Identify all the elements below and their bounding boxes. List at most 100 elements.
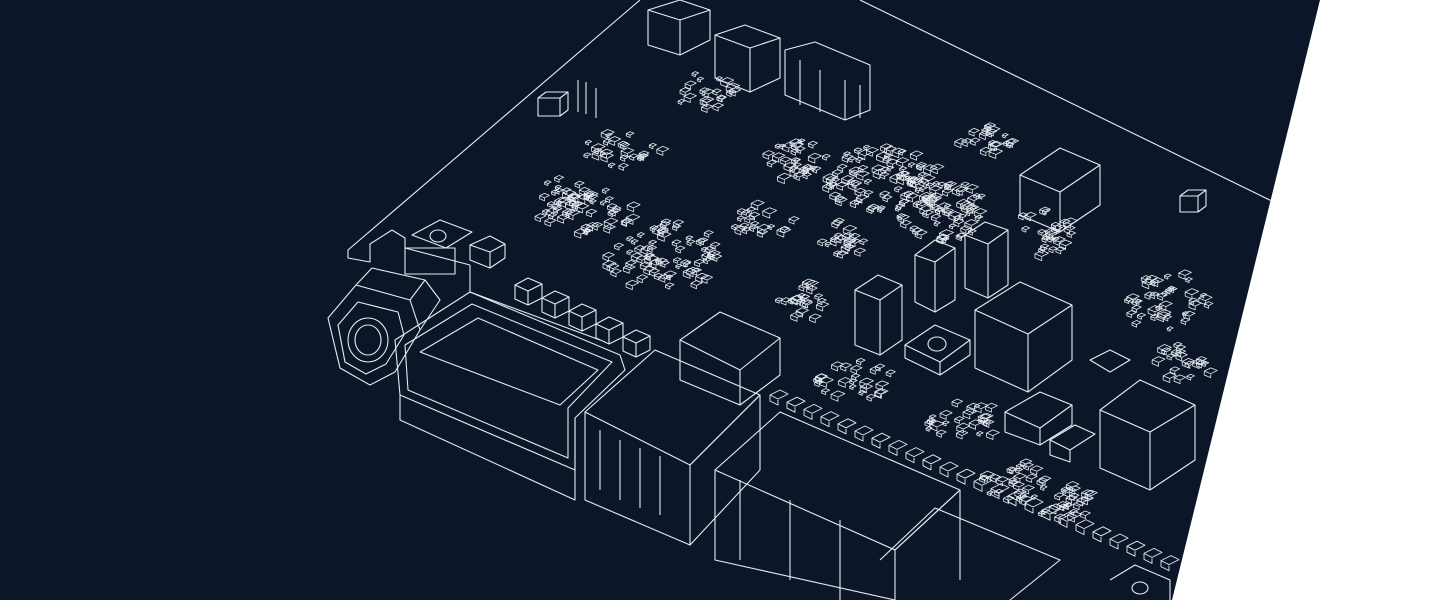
smd-part [833, 250, 842, 258]
smd-part [636, 255, 648, 264]
smd-part [830, 237, 842, 247]
pin [871, 432, 891, 449]
smd-part [930, 213, 942, 222]
smd-part [653, 272, 664, 281]
smd-part [1175, 348, 1186, 357]
smd-part [974, 214, 984, 222]
smd-part [1188, 300, 1202, 311]
smd-part [807, 152, 822, 164]
smd-part [988, 148, 1003, 159]
smd-part [705, 245, 715, 254]
smd-part [702, 257, 712, 265]
smd-part [857, 164, 869, 173]
smd-part [935, 208, 944, 215]
smd-part [1161, 347, 1172, 356]
smd-part [1015, 463, 1024, 470]
smd-part [925, 426, 933, 432]
smd-part [948, 211, 962, 222]
smd-part [626, 201, 641, 213]
smd-part [1080, 495, 1094, 506]
smd-part [915, 161, 927, 171]
smd-part [811, 166, 822, 174]
smd-part [850, 365, 863, 375]
smd-part [900, 219, 912, 229]
smd-part [1163, 314, 1172, 322]
smd-part [798, 283, 809, 292]
smd-part [706, 253, 715, 260]
pin [905, 447, 925, 464]
smd-part [682, 267, 698, 279]
smd-part [791, 157, 801, 165]
pin [956, 468, 976, 485]
smd-part [821, 388, 831, 395]
smd-part [767, 224, 776, 231]
smd-part [847, 156, 857, 163]
smd-part [1024, 211, 1037, 222]
smd-part [854, 247, 866, 257]
smd-part [976, 431, 984, 437]
smd-part [1144, 291, 1156, 300]
smd-part [851, 181, 861, 189]
smd-part [945, 181, 954, 188]
smd-part [1051, 225, 1063, 234]
pin [1058, 511, 1078, 528]
smd-part [603, 224, 616, 234]
smd-part [909, 150, 924, 161]
smd-part [944, 210, 953, 217]
smd-part [967, 228, 977, 236]
smd-part [756, 229, 768, 238]
smd-part [701, 246, 709, 253]
smd-part [885, 369, 896, 378]
smd-part [1023, 462, 1034, 471]
smd-part [1008, 477, 1017, 484]
smd-part [625, 131, 635, 138]
smd-part [956, 186, 969, 196]
board-edge-right [859, 0, 1281, 206]
smd-part [829, 191, 842, 201]
smd-part [1126, 310, 1137, 318]
smd-part [894, 186, 903, 193]
board-edge [347, 0, 641, 266]
smd-part [859, 383, 873, 394]
smd-part [731, 223, 740, 231]
smd-part [831, 219, 843, 229]
smd-part [548, 212, 557, 220]
right-chips [974, 281, 1196, 491]
smd-part [734, 225, 747, 236]
board-edge-lower [469, 265, 601, 341]
smd-part [1042, 233, 1051, 240]
long-connector [394, 291, 626, 501]
pin [1007, 490, 1027, 507]
smd-part [586, 193, 599, 203]
smd-part [919, 186, 927, 193]
smd-part [1040, 243, 1050, 251]
smd-part [965, 183, 979, 194]
smd-part [1045, 227, 1060, 239]
smd-part [954, 138, 968, 149]
pin [1143, 547, 1163, 564]
smd-part [660, 260, 670, 268]
smd-part [985, 402, 998, 413]
smd-part [657, 226, 669, 236]
tall-chip-right [1019, 147, 1207, 233]
smd-part [757, 223, 772, 235]
smd-part [654, 258, 663, 264]
smd-part [1162, 372, 1177, 383]
smd-part [1042, 208, 1051, 215]
smd-part [690, 280, 703, 290]
smd-part [648, 239, 658, 247]
smd-part [574, 228, 588, 239]
smd-part [1022, 484, 1035, 495]
smd-part [936, 429, 947, 438]
smd-part [912, 227, 924, 236]
smd-part [948, 223, 957, 230]
smd-components [534, 71, 1218, 524]
pin [1075, 519, 1095, 536]
smd-part [930, 163, 945, 175]
smd-part [822, 153, 831, 161]
smd-part [600, 148, 614, 159]
smd-part [929, 185, 942, 195]
smd-part [834, 196, 848, 207]
smd-part [922, 164, 938, 176]
smd-part [683, 261, 692, 268]
